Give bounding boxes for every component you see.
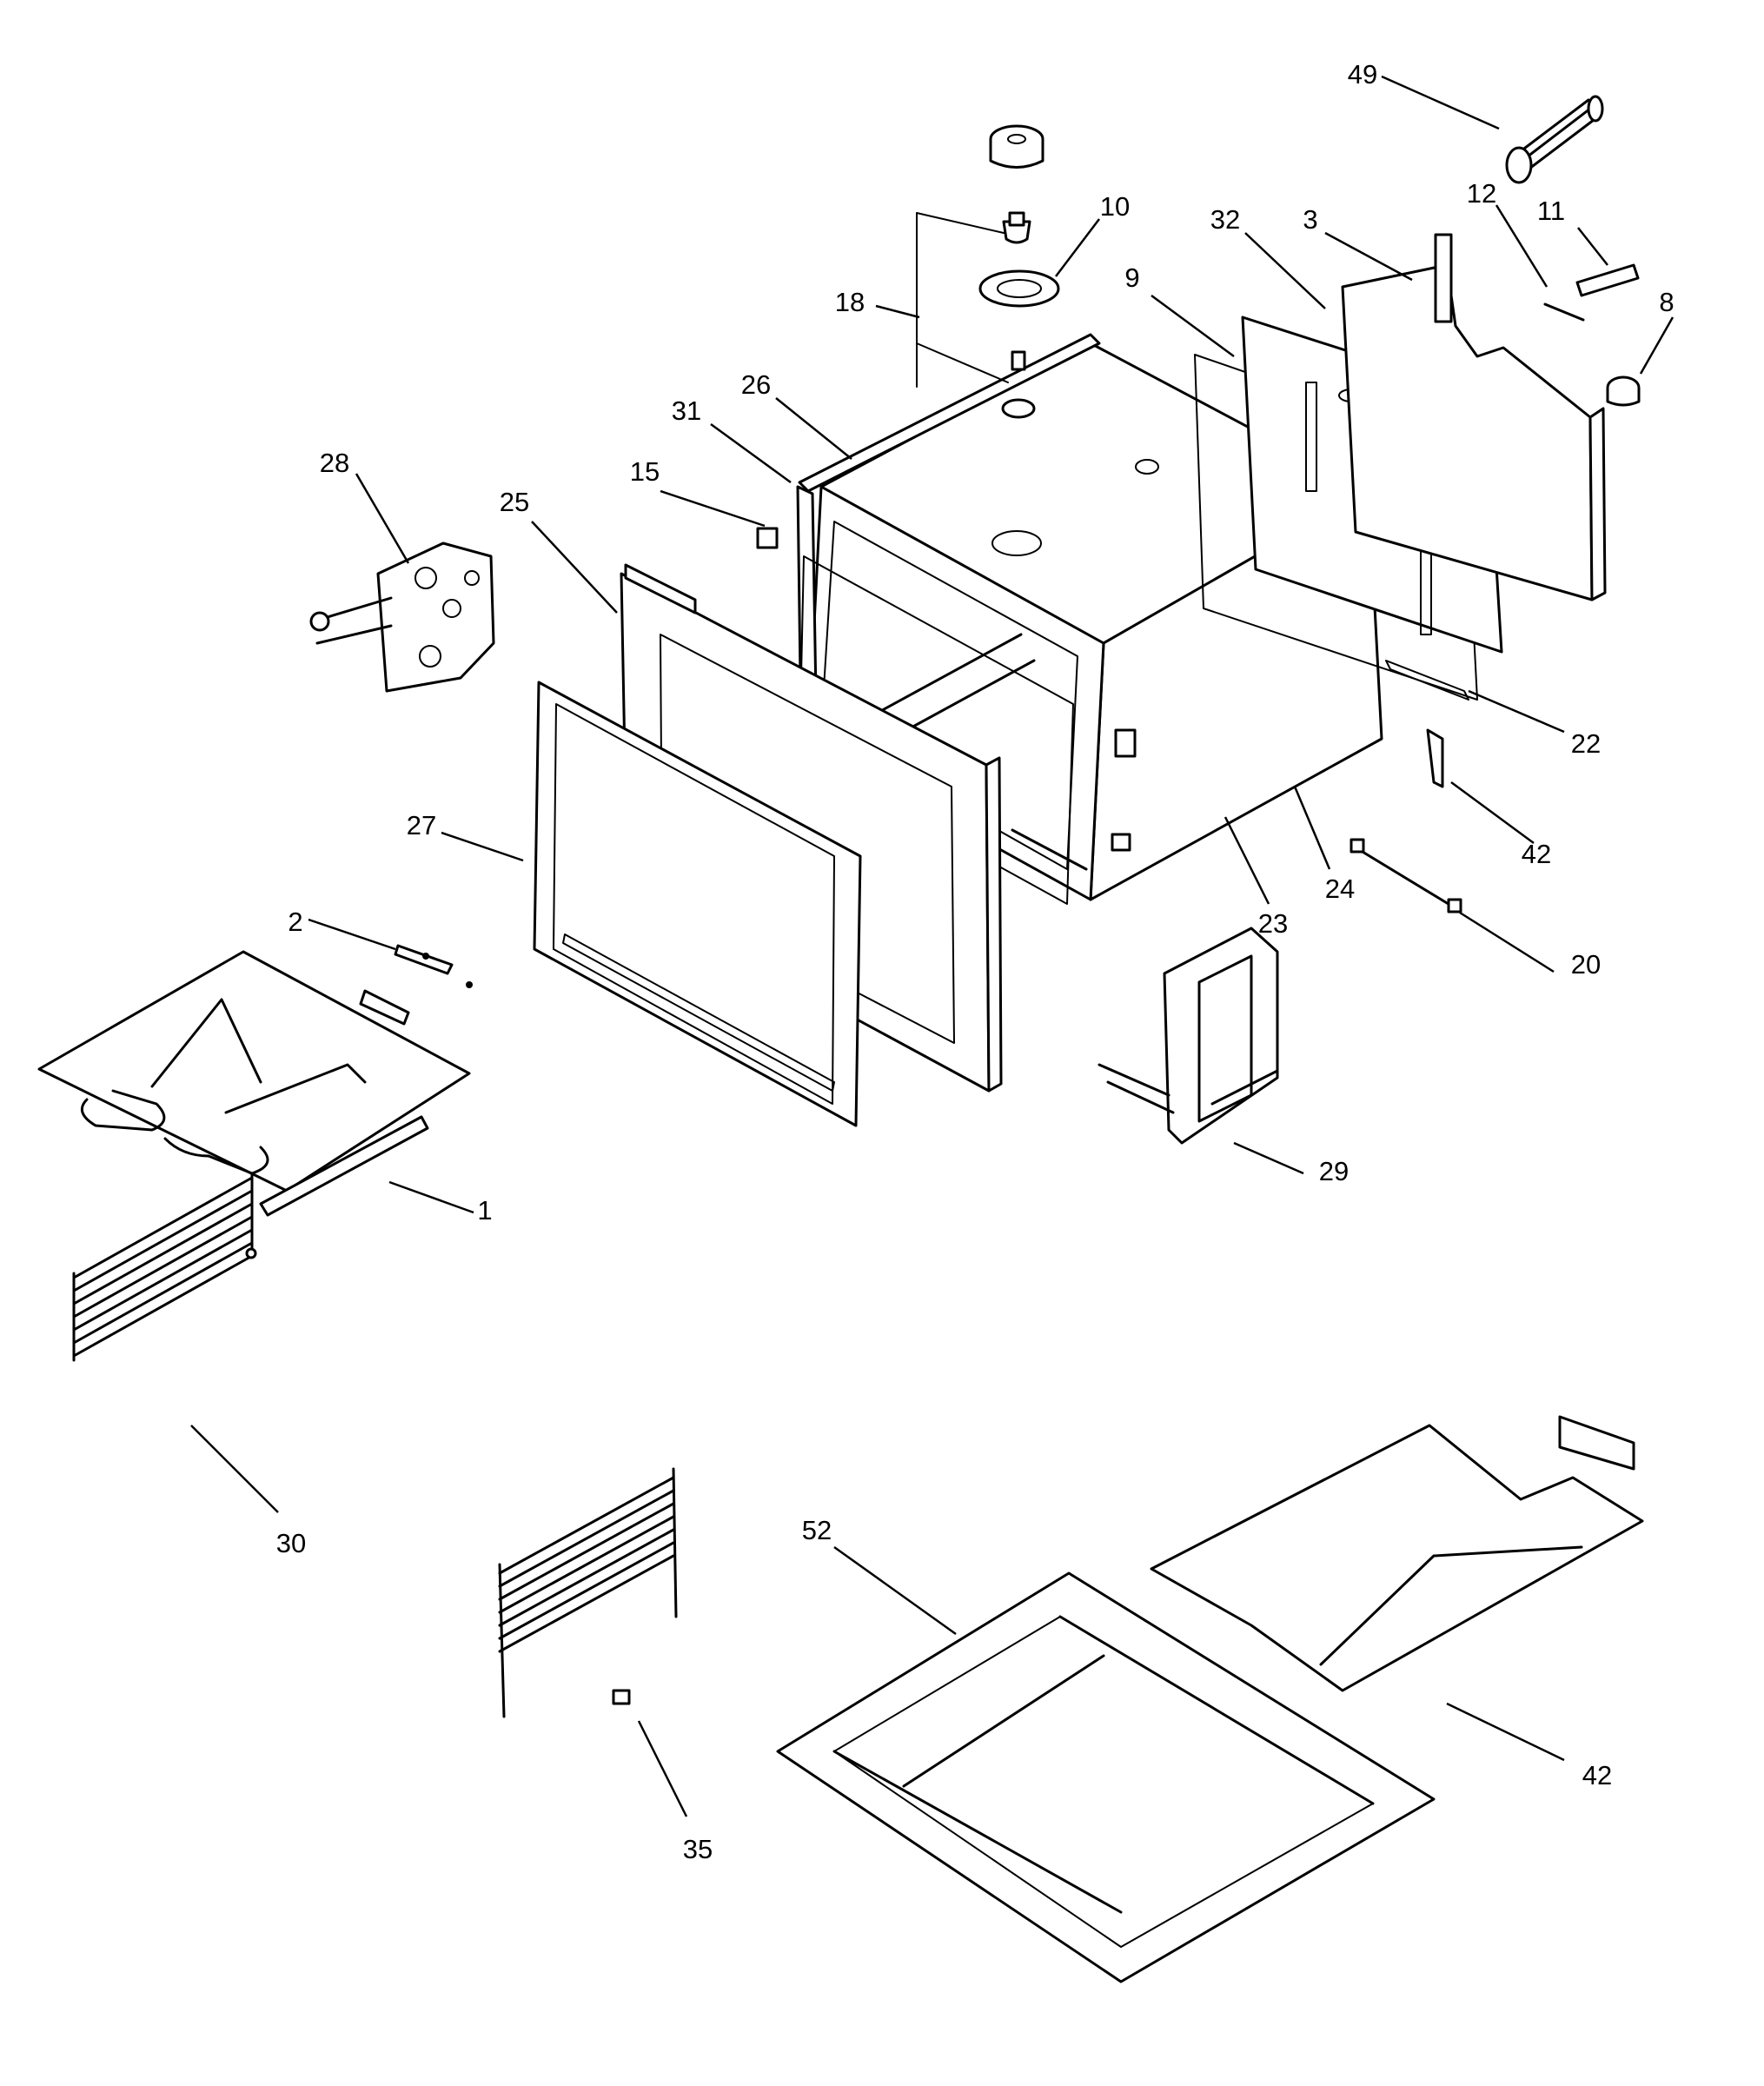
callout-1: 1: [477, 1195, 492, 1226]
leader-lines: [190, 75, 1674, 1817]
callout-27: 27: [407, 810, 436, 840]
callout-52: 52: [802, 1515, 832, 1545]
callout-12: 12: [1467, 178, 1496, 209]
callout-28: 28: [320, 448, 349, 478]
callout-20: 20: [1571, 949, 1601, 980]
callout-8: 8: [1659, 287, 1674, 317]
callout-42-bracket: 42: [1522, 839, 1551, 869]
broil-element-1: [37, 944, 473, 1217]
callout-26: 26: [741, 369, 771, 400]
callout-24: 24: [1325, 874, 1355, 904]
bracket-42-small: [1426, 728, 1444, 788]
hinge-28: [309, 541, 495, 693]
callout-15: 15: [630, 456, 660, 487]
callout-31: 31: [672, 395, 701, 426]
oven-rack-52: [776, 1571, 1436, 1983]
callout-2: 2: [288, 907, 302, 937]
callout-10: 10: [1100, 191, 1130, 222]
door-frame-27: [533, 681, 862, 1127]
callout-22: 22: [1571, 728, 1601, 759]
callout-23: 23: [1258, 908, 1288, 939]
vent-assembly: [916, 124, 1060, 419]
callout-9: 9: [1124, 262, 1139, 293]
callout-35: 35: [683, 1834, 713, 1864]
callout-3: 3: [1303, 204, 1317, 235]
callout-labels: 49 10 32 3 12 11 8 18 9 26 31 28 15 25 2…: [276, 59, 1674, 1864]
rack-support-30: [72, 1172, 257, 1362]
callout-49: 49: [1348, 59, 1377, 90]
callout-30: 30: [276, 1528, 306, 1558]
rack-support-35: [498, 1467, 678, 1718]
callout-11: 11: [1537, 196, 1565, 226]
rod-20: [1350, 838, 1462, 913]
bracket-15: [756, 527, 779, 549]
callout-32: 32: [1210, 204, 1240, 235]
callout-29: 29: [1319, 1156, 1349, 1186]
callout-18: 18: [835, 287, 865, 317]
flex-vent-hose-49: [1505, 95, 1604, 184]
hinge-29: [1098, 927, 1279, 1145]
back-insulation-3: [1341, 233, 1607, 601]
callout-25: 25: [500, 487, 529, 517]
small-parts-12-11-8: [1543, 263, 1641, 407]
bake-element-42: [1150, 1415, 1644, 1692]
callout-42-element: 42: [1582, 1760, 1612, 1790]
oven-cavity-box: [806, 342, 1409, 901]
back-panel-22: [1385, 660, 1469, 701]
